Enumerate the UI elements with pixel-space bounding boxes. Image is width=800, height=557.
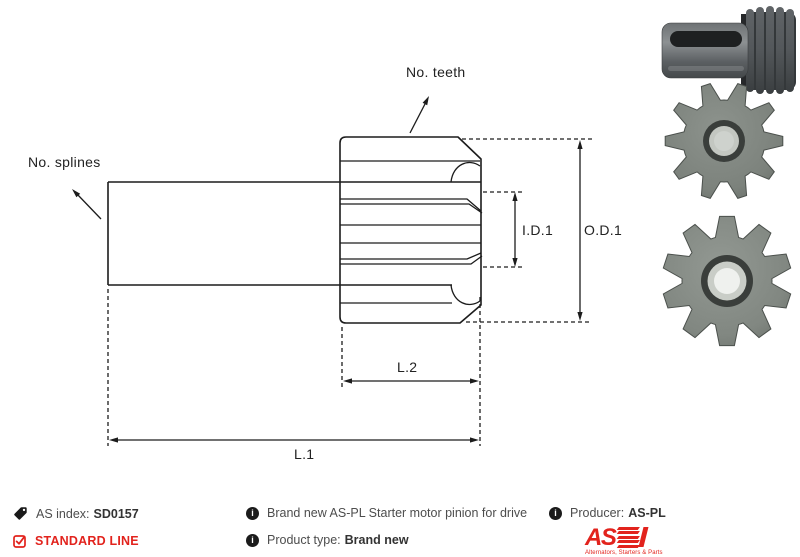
logo-bar bbox=[638, 527, 649, 547]
checkbox-check-icon bbox=[13, 535, 26, 548]
producer-label: Producer: bbox=[570, 506, 625, 520]
info-icon: i bbox=[246, 506, 259, 520]
label-no-teeth: No. teeth bbox=[406, 64, 466, 80]
dimension-arrows bbox=[72, 96, 583, 443]
pinion-head-outline bbox=[339, 136, 482, 324]
logo-as-text: AS bbox=[585, 524, 617, 551]
upper-spline-groove bbox=[340, 198, 483, 214]
spur-gear-photo bbox=[664, 83, 784, 199]
standard-line-badge: STANDARD LINE bbox=[35, 534, 139, 548]
tooth-lines bbox=[340, 160, 483, 306]
product-description: Brand new AS-PL Starter motor pinion for… bbox=[267, 506, 528, 520]
spur-gear-bearing-photo bbox=[662, 215, 792, 347]
dimension-id1 bbox=[512, 192, 518, 267]
as-index-row: AS index: SD0157 bbox=[13, 506, 139, 521]
product-type-value: Brand new bbox=[344, 533, 409, 547]
keyway-slot bbox=[670, 31, 742, 47]
lower-spline-groove bbox=[340, 252, 483, 265]
leader-no-teeth bbox=[409, 96, 429, 134]
dimension-l1 bbox=[109, 437, 479, 443]
producer-value: AS-PL bbox=[628, 506, 666, 520]
dimension-od1 bbox=[577, 140, 583, 321]
standard-line-row: STANDARD LINE bbox=[13, 534, 139, 548]
info-icon: i bbox=[549, 506, 562, 520]
footer-column-product: i Brand new AS-PL Starter motor pinion f… bbox=[246, 506, 527, 547]
product-type-row: i Product type: Brand new bbox=[246, 533, 527, 547]
tag-icon bbox=[14, 507, 27, 520]
label-l1: L.1 bbox=[294, 446, 315, 462]
label-l2: L.2 bbox=[397, 359, 418, 375]
dimension-l2 bbox=[343, 378, 479, 384]
label-no-splines: No. splines bbox=[28, 154, 101, 170]
dashed-extension-lines bbox=[107, 138, 592, 446]
footer-column-index: AS index: SD0157 STANDARD LINE bbox=[13, 506, 139, 548]
info-icon: i bbox=[246, 533, 259, 547]
description-row: i Brand new AS-PL Starter motor pinion f… bbox=[246, 506, 527, 520]
logo-caption: Alternators, Starters & Parts bbox=[585, 549, 663, 556]
pinion-outline bbox=[107, 136, 482, 324]
label-id1: I.D.1 bbox=[522, 222, 554, 238]
as-index-label: AS index: bbox=[36, 506, 90, 521]
product-type-label: Product type: bbox=[267, 533, 341, 547]
producer-row: i Producer: AS-PL bbox=[549, 506, 666, 520]
label-od1: O.D.1 bbox=[584, 222, 623, 238]
as-index-value: SD0157 bbox=[93, 506, 139, 521]
leader-no-splines bbox=[72, 189, 102, 220]
logo-stripes bbox=[617, 526, 641, 547]
as-pl-logo: AS Alternators, Starters & Parts bbox=[585, 524, 663, 556]
top-tooth-arc bbox=[450, 161, 481, 183]
bottom-tooth-arc bbox=[450, 284, 481, 306]
footer-column-producer: i Producer: AS-PL AS Alternators, Starte… bbox=[549, 506, 666, 556]
pinion-side-photo bbox=[661, 6, 796, 94]
